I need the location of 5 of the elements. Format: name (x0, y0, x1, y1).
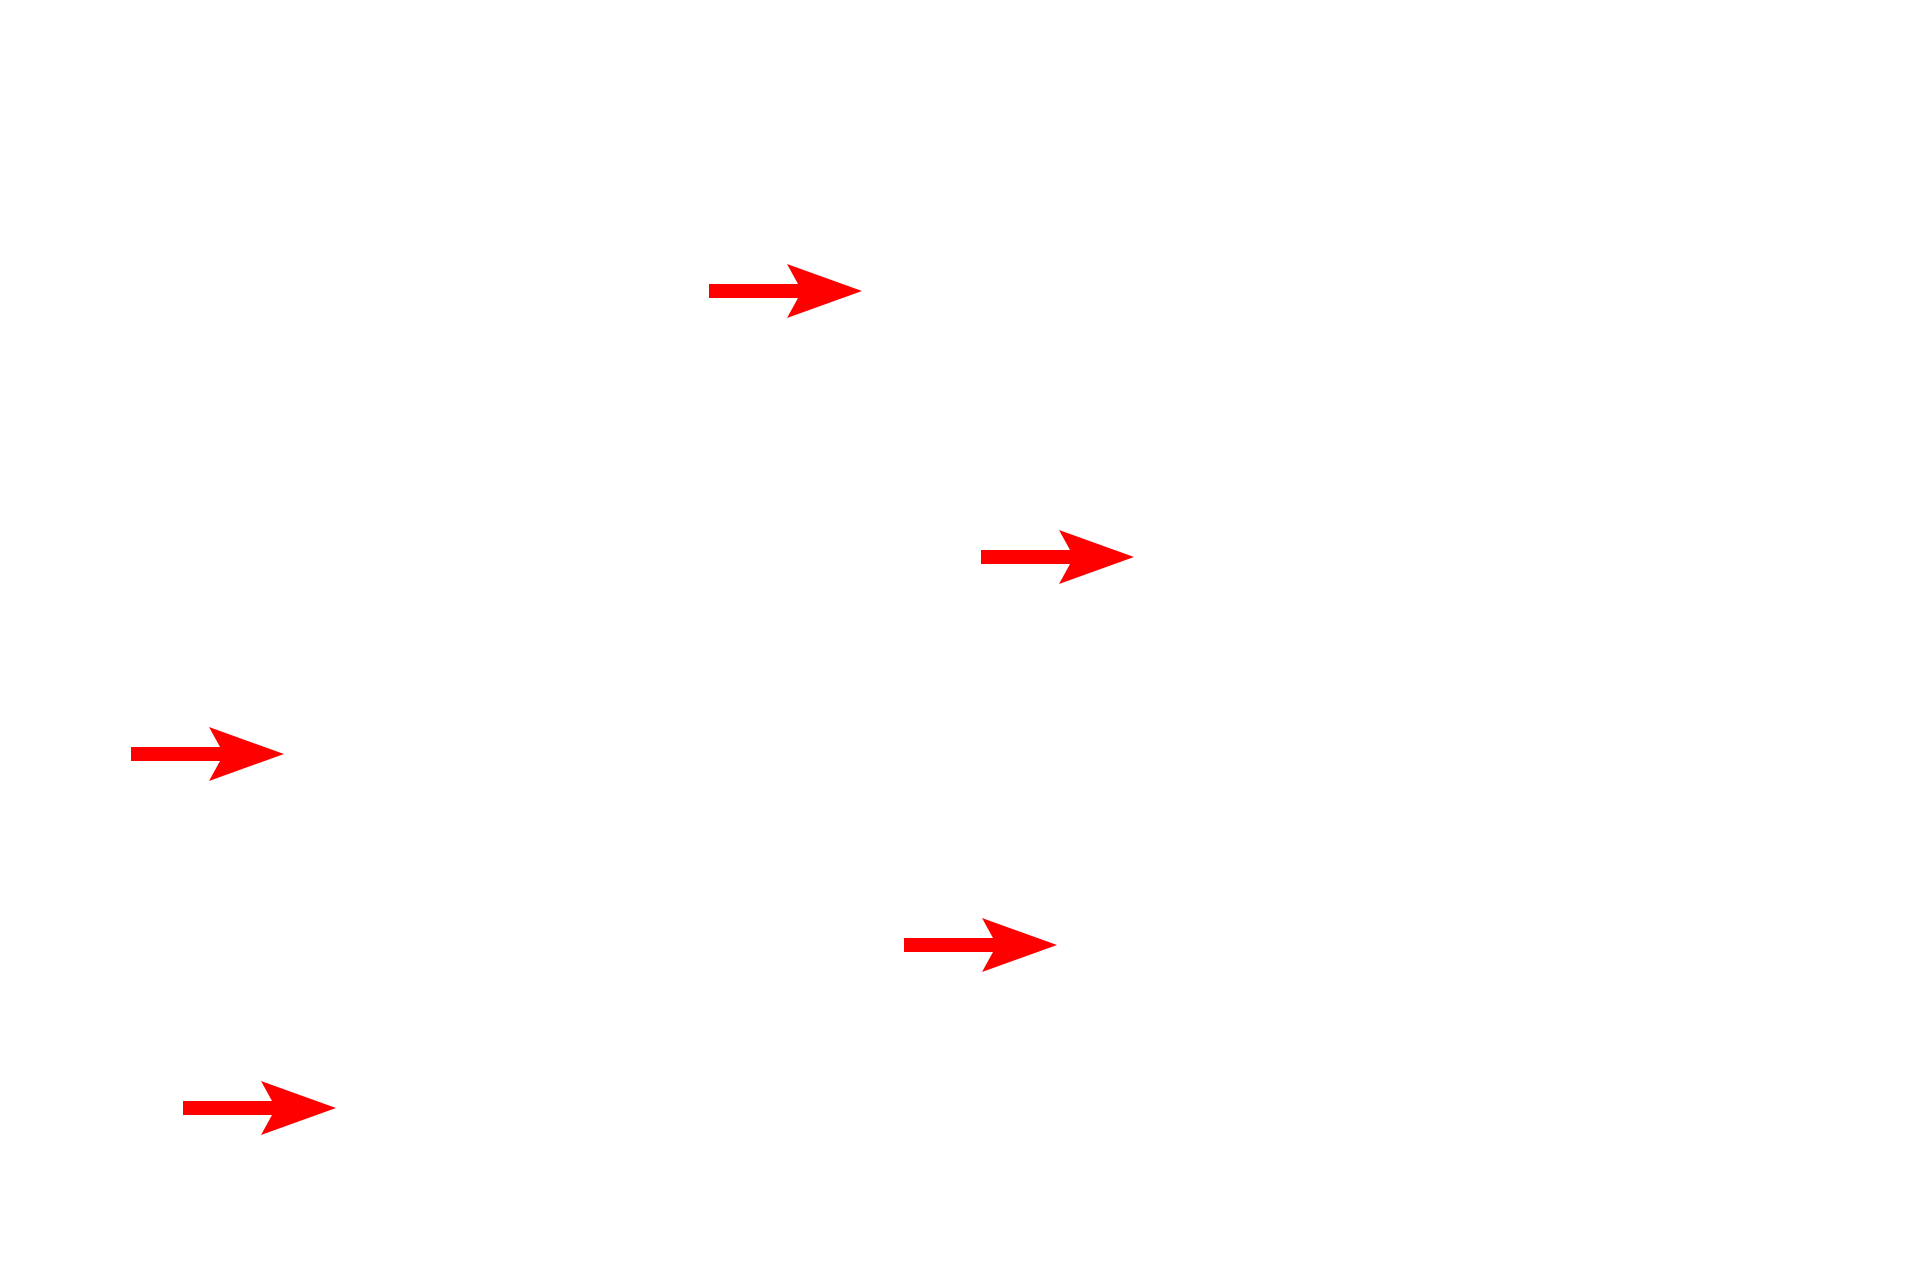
pointer-arrow (904, 918, 1057, 972)
pointer-arrow (709, 264, 862, 318)
pointer-arrow (131, 727, 284, 781)
pointer-arrow (981, 530, 1134, 584)
pointer-arrow (183, 1081, 336, 1135)
